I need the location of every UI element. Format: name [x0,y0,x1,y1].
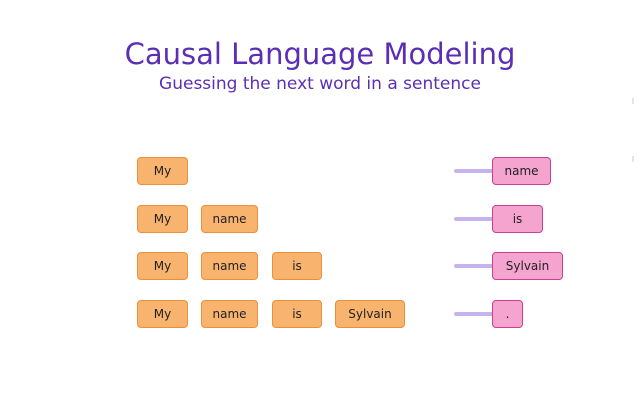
edge-mark [632,156,634,162]
input-token: name [201,252,258,280]
input-token: Sylvain [335,300,405,328]
target-token: . [492,300,523,328]
diagram-title: Causal Language Modeling [124,37,516,71]
arrow-connector [454,169,494,173]
arrow-connector [454,217,494,221]
input-token: My [137,205,188,233]
edge-mark [632,98,634,104]
input-token: My [137,157,188,185]
input-token: is [272,252,322,280]
input-token: name [201,205,258,233]
arrow-connector [454,264,494,268]
input-token: My [137,300,188,328]
input-token: name [201,300,258,328]
diagram-subtitle: Guessing the next word in a sentence [159,74,481,94]
input-token: My [137,252,188,280]
input-token: is [272,300,322,328]
target-token: is [492,205,543,233]
target-token: name [492,157,551,185]
arrow-connector [454,312,494,316]
target-token: Sylvain [492,252,563,280]
